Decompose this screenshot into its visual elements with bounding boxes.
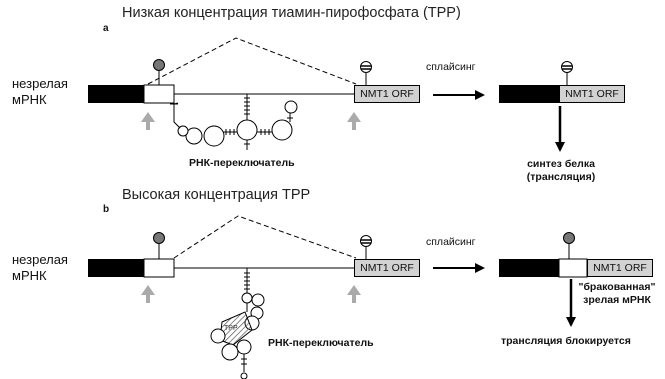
panel-b-premrna-label: незрелая мРНК <box>12 252 68 283</box>
panel-b-premrna <box>88 215 372 379</box>
panel-a-riboswitch-label: РНК-переключатель <box>189 157 295 169</box>
panel-a-orf-box: NMT1 ORF <box>354 85 420 103</box>
panel-a-riboswitch-loop <box>236 119 258 141</box>
panel-a-mature-mrna <box>499 61 573 103</box>
panel-a-title: Низкая концентрация тиамин-пирофосфата (… <box>122 5 461 21</box>
panel-a-outcome-label: синтез белка (трансляция) <box>526 158 596 184</box>
panel-a-splice-site-arrow-2 <box>347 112 361 130</box>
panel-b-mature-gray-lollipop-icon <box>563 232 575 244</box>
panel-b-letter: b <box>103 204 110 215</box>
panel-a-gray-lollipop-icon <box>153 59 165 71</box>
panel-a-splice-dash <box>147 37 357 85</box>
panel-b-mature-mrna <box>499 232 588 278</box>
panel-b-gray-lollipop-icon <box>153 232 165 244</box>
panel-b-ligand-label: TPP <box>224 325 238 332</box>
panel-a-exon-black <box>88 85 144 103</box>
panel-b-splice-site-arrow <box>141 285 155 303</box>
panel-b-orf-box: NMT1 ORF <box>354 259 420 277</box>
panel-a-premrna <box>88 37 372 150</box>
panel-b-splicing-label: сплайсинг <box>426 236 476 248</box>
panel-b-start-codon-icon <box>360 235 372 247</box>
panel-a-exon-white <box>143 84 175 104</box>
panel-b-mature-orf-box: NMT1 ORF <box>587 259 653 277</box>
panel-b-splice-dash <box>173 215 357 259</box>
panel-b-defective-label: "бракованная" зрелая мРНК <box>578 281 656 306</box>
panel-a-splice-site-arrow <box>141 112 155 130</box>
panel-b-splice-site-arrow-2 <box>347 285 361 303</box>
panel-b-title: Высокая концентрация ТРР <box>122 187 311 203</box>
panel-a-start-codon-icon <box>360 61 372 73</box>
panel-a-splicing-label: сплайсинг <box>426 61 476 73</box>
panel-a-letter: a <box>103 23 109 34</box>
panel-b-outcome-label: трансляция блокируется <box>501 335 631 347</box>
panel-a-mature-orf-box: NMT1 ORF <box>559 85 625 103</box>
panel-a-premrna-label: незрелая мРНК <box>12 76 68 107</box>
panel-a-mature-start-codon-icon <box>561 61 573 73</box>
panel-b-riboswitch-label: РНК-переключатель <box>268 337 374 349</box>
